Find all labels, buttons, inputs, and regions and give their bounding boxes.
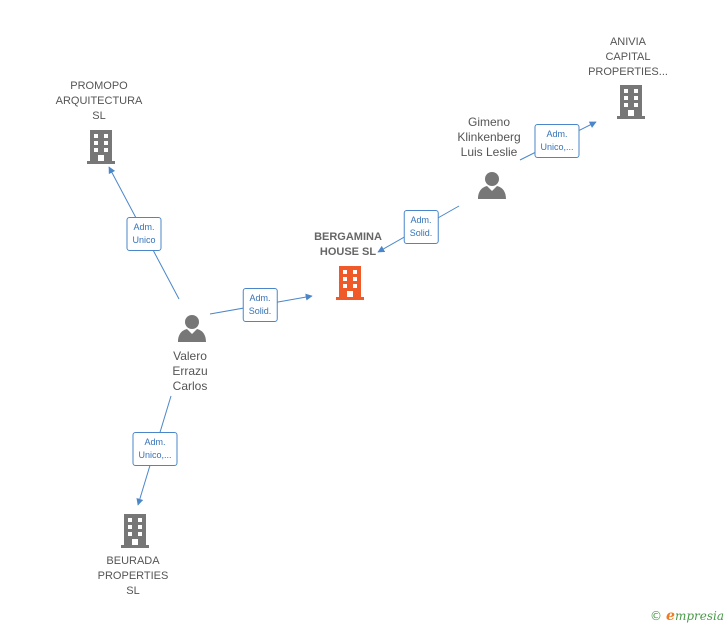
edge-label-line: Adm. (249, 293, 271, 303)
empresia-footer[interactable]: ©empresia (650, 608, 724, 624)
edge-label-line: Unico,... (138, 450, 172, 460)
node-gimeno-label[interactable]: Gimeno Klinkenberg Luis Leslie (457, 115, 520, 160)
edge-label-gimeno-bergamina[interactable]: Adm. Solid. (403, 210, 439, 244)
brand-initial: e (666, 608, 675, 624)
edge-label-valero-bergamina[interactable]: Adm. Solid. (242, 288, 278, 322)
building-icon (617, 85, 645, 119)
edge-label-gimeno-anivia[interactable]: Adm. Unico,... (534, 124, 580, 158)
edge-label-valero-promopo[interactable]: Adm. Unico (126, 217, 162, 251)
building-icon (87, 130, 115, 164)
label-line: Klinkenberg (457, 130, 521, 144)
edge-label-line: Adm. (546, 129, 568, 139)
node-beurada-label[interactable]: BEURADA PROPERTIES SL (98, 554, 169, 599)
node-valero-label[interactable]: Valero Errazu Carlos (172, 349, 207, 394)
label-line: ARQUITECTURA (55, 95, 143, 107)
label-line: Luis Leslie (460, 145, 518, 159)
label-line: ANIVIA (609, 36, 647, 48)
label-line: PROPERTIES (97, 570, 169, 582)
edge-label-line: Solid. (248, 306, 272, 316)
label-line: PROMOPO (70, 80, 128, 92)
edge-label-line: Unico,... (540, 142, 574, 152)
label-line: SL (126, 585, 140, 597)
label-line: Errazu (172, 364, 208, 378)
edge-label-line: Unico (132, 235, 156, 245)
edge-label-line: Solid. (409, 228, 433, 238)
node-anivia-label[interactable]: ANIVIA CAPITAL PROPERTIES... (588, 35, 668, 80)
label-line: BERGAMINA (314, 231, 382, 243)
label-line: HOUSE SL (319, 246, 377, 258)
edge-label-line: Adm. (144, 437, 166, 447)
copyright-symbol: © (650, 609, 663, 623)
edge-label-line: Adm. (410, 215, 432, 225)
node-bergamina-label[interactable]: BERGAMINA HOUSE SL (314, 230, 382, 260)
label-line: PROPERTIES... (588, 66, 668, 78)
edge-label-line: Adm. (133, 222, 155, 232)
label-line: SL (92, 110, 106, 122)
label-line: BEURADA (106, 555, 160, 567)
label-line: CAPITAL (605, 51, 651, 63)
building-icon (121, 514, 149, 548)
building-icon (336, 266, 364, 300)
edge-label-valero-beurada[interactable]: Adm. Unico,... (132, 432, 178, 466)
node-promopo-label[interactable]: PROMOPO ARQUITECTURA SL (56, 79, 143, 124)
label-line: Carlos (172, 379, 208, 393)
label-line: Valero (173, 349, 207, 363)
person-icon (478, 172, 506, 199)
person-icon (178, 315, 206, 342)
label-line: Gimeno (467, 115, 511, 129)
brand-name: mpresia (674, 609, 724, 623)
